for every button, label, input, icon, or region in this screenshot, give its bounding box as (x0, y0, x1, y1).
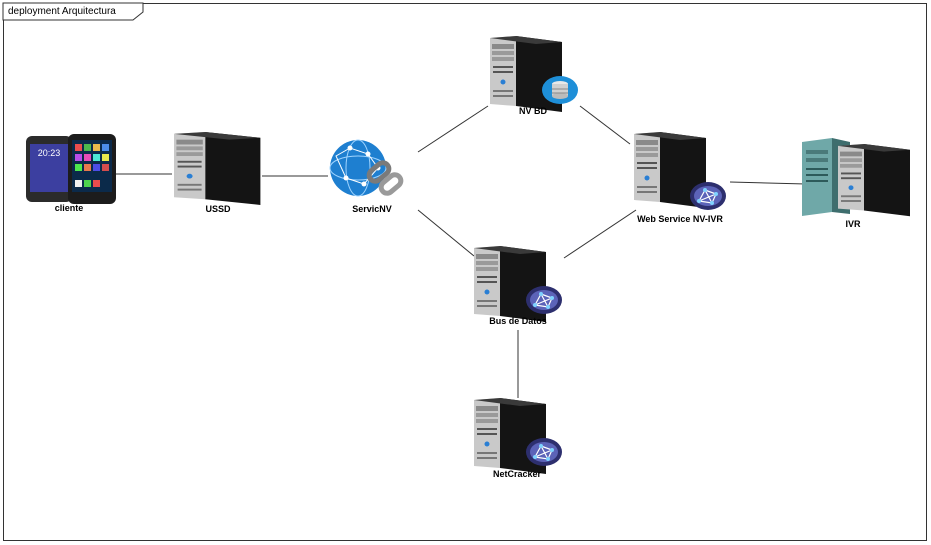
frame-title-tab (2, 2, 144, 21)
svg-text:20:23: 20:23 (38, 148, 61, 158)
diagram-frame (3, 3, 927, 541)
web-service-globe-icon[interactable] (329, 139, 404, 197)
node-label-busdatos: Bus de Datos (489, 316, 547, 326)
connectors (116, 105, 807, 398)
connector-webservice-ivr (729, 181, 807, 185)
server-network-icon[interactable] (634, 132, 727, 211)
database-server-icon[interactable] (490, 36, 578, 112)
server-network-icon[interactable] (474, 398, 563, 474)
node-label-ussd: USSD (205, 204, 231, 214)
connector-nvbd-webservice (579, 105, 631, 145)
connector-servicenv-nvbd (417, 105, 489, 153)
server-network-icon[interactable] (474, 246, 563, 322)
connector-servicenv-busdatos (417, 209, 475, 257)
node-label-netcracker: NetCracker (492, 469, 542, 479)
node-label-ivr: IVR (845, 219, 861, 229)
server-tower-icon[interactable] (174, 132, 261, 205)
node-label-nvbd: NV BD (518, 106, 548, 116)
node-label-webservice: Web Service NV-IVR (637, 214, 723, 224)
frame-title: deployment Arquitectura (8, 6, 116, 17)
connector-busdatos-webservice (563, 209, 637, 259)
smartphones-icon[interactable]: 20:23 (26, 134, 116, 204)
node-label-cliente: cliente (54, 203, 84, 213)
server-pair-icon[interactable] (802, 138, 910, 217)
node-label-servicenv: ServicNV (352, 204, 392, 214)
